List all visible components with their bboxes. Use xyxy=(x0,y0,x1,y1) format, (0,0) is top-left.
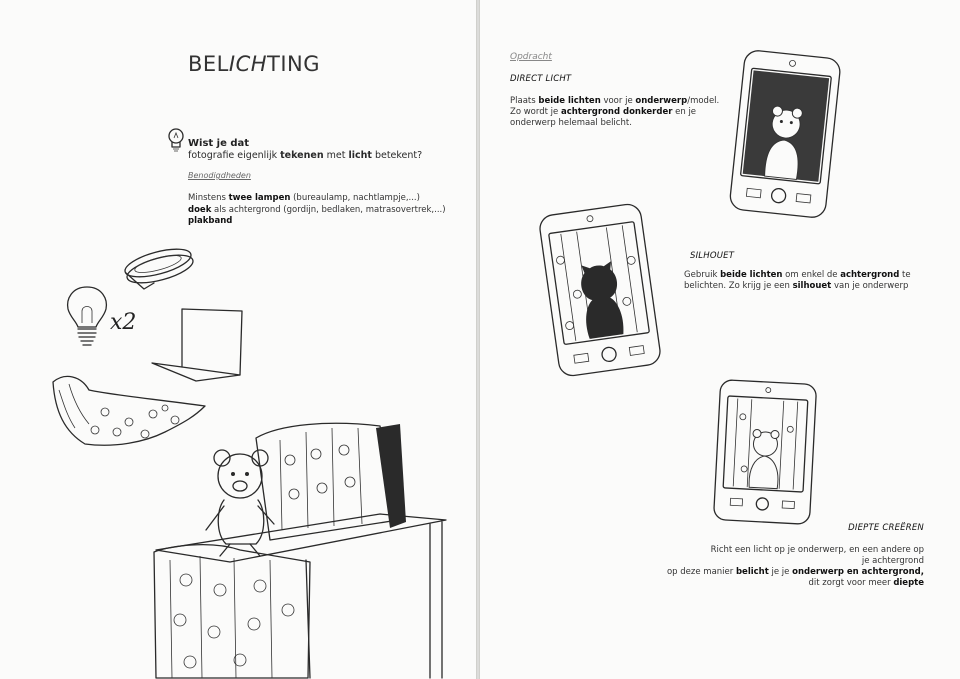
phone-icon-diepte xyxy=(713,379,817,525)
fact-text: fotografie eigenlijk tekenen met licht b… xyxy=(188,150,423,161)
section-text-silhouet: Gebruik beide lichten om enkel de achter… xyxy=(684,270,911,291)
materials-item-tape: plakband xyxy=(188,216,233,226)
lightbulb-small-icon xyxy=(168,128,184,152)
lamp-count: x2 xyxy=(110,310,137,335)
tape-roll-icon xyxy=(124,248,194,290)
assignment-label: Opdracht xyxy=(510,52,552,62)
materials-item-lamps: Minstens twee lampen (bureaulamp, nachtl… xyxy=(188,193,420,203)
phone-icon-silhouet xyxy=(539,203,661,377)
section-heading-silhouet: SILHOUET xyxy=(690,251,735,261)
page-title: BELICHTING xyxy=(188,52,321,76)
cardboard-icon xyxy=(151,308,243,382)
lightbulb-icon xyxy=(66,286,108,346)
fact-box: Wist je dat fotografie eigenlijk tekenen… xyxy=(188,138,422,162)
materials-list: Minstens twee lampen (bureaulamp, nachtl… xyxy=(188,193,446,228)
teddy-bear-icon xyxy=(205,449,275,557)
section-heading-direct: DIRECT LICHT xyxy=(510,74,572,84)
fact-heading: Wist je dat xyxy=(188,138,250,149)
right-page: Opdracht DIRECT LICHT Plaats beide licht… xyxy=(480,0,960,679)
page-gutter xyxy=(476,0,480,679)
table-scene-illustration xyxy=(153,422,447,679)
section-text-direct: Plaats beide lichten voor je onderwerp/m… xyxy=(510,96,720,128)
materials-label: Benodigdheden xyxy=(188,171,251,180)
left-page: BELICHTING Wist je dat fotografie eigenl… xyxy=(0,0,476,679)
fabric-icon xyxy=(52,375,206,446)
phone-icon-direct xyxy=(729,50,841,218)
section-heading-diepte: DIEPTE CREËREN xyxy=(848,523,924,533)
materials-item-cloth: doek als achtergrond (gordijn, bedlaken,… xyxy=(188,204,446,215)
section-text-diepte: Richt een licht op je onderwerp, en een … xyxy=(666,545,924,588)
